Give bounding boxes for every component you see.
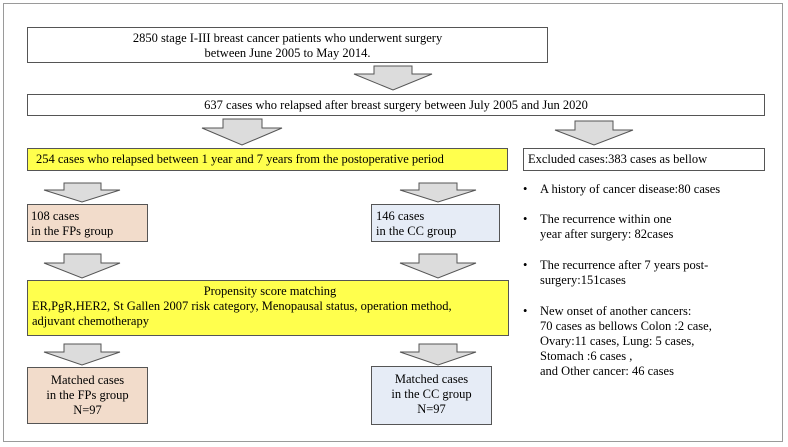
exclusion-text: A history of cancer disease:80 cases — [540, 182, 721, 196]
matched-fps-line-1: Matched cases — [50, 373, 125, 387]
psm-line-1: ER,PgR,HER2, St Gallen 2007 risk categor… — [32, 299, 452, 313]
down-arrow-icon — [43, 182, 121, 203]
cc-group-box: 146 cases in the CC group — [371, 204, 500, 242]
exclusion-item: The recurrence after 7 years post- surge… — [523, 258, 778, 288]
psm-box: Propensity score matching ER,PgR,HER2, S… — [27, 280, 509, 336]
exclusion-item: A history of cancer disease:80 cases — [523, 182, 778, 197]
matched-cc-line-1: Matched cases — [394, 372, 469, 386]
fps-group-line-2: in the FPs group — [31, 224, 114, 238]
matched-cc-line-3: N=97 — [417, 402, 446, 416]
relapse-window-box: 254 cases who relapsed between 1 year an… — [27, 148, 508, 171]
figure-frame — [3, 3, 783, 442]
exclusion-list: A history of cancer disease:80 cases The… — [523, 182, 778, 379]
matched-cc-box: Matched cases in the CC group N=97 — [371, 366, 492, 425]
psm-line-2: adjuvant chemotherapy — [32, 314, 149, 328]
down-arrow-icon — [43, 343, 121, 366]
psm-title: Propensity score matching — [203, 284, 337, 298]
relapse-text: 637 cases who relapsed after breast surg… — [204, 98, 588, 112]
exclusion-item: The recurrence within one year after sur… — [523, 212, 778, 242]
down-arrow-icon — [399, 182, 477, 203]
cc-group-line-2: in the CC group — [376, 224, 457, 238]
excluded-text: Excluded cases:383 cases as bellow — [528, 152, 708, 166]
cohort-line-2: between June 2005 to May 2014. — [204, 46, 371, 60]
relapse-window-text: 254 cases who relapsed between 1 year an… — [36, 152, 444, 166]
exclusion-item: New onset of another cancers: 70 cases a… — [523, 304, 778, 379]
matched-fps-line-2: in the FPs group — [46, 388, 129, 402]
down-arrow-icon — [201, 118, 283, 146]
cohort-box: 2850 stage I-III breast cancer patients … — [27, 27, 548, 63]
exclusion-text: The recurrence within one year after sur… — [540, 212, 674, 241]
down-arrow-icon — [353, 65, 433, 91]
matched-cc-line-2: in the CC group — [391, 387, 472, 401]
excluded-box: Excluded cases:383 cases as bellow — [523, 148, 765, 171]
fps-group-line-1: 108 cases — [31, 209, 80, 223]
exclusion-text: The recurrence after 7 years post- surge… — [540, 258, 709, 287]
fps-group-box: 108 cases in the FPs group — [27, 204, 148, 242]
down-arrow-icon — [399, 253, 477, 279]
down-arrow-icon — [554, 120, 634, 146]
relapse-box: 637 cases who relapsed after breast surg… — [27, 94, 765, 116]
matched-fps-box: Matched cases in the FPs group N=97 — [27, 367, 148, 424]
down-arrow-icon — [399, 343, 477, 366]
matched-fps-line-3: N=97 — [73, 403, 102, 417]
cohort-line-1: 2850 stage I-III breast cancer patients … — [132, 31, 443, 45]
down-arrow-icon — [43, 253, 121, 279]
exclusion-text: New onset of another cancers: 70 cases a… — [540, 304, 712, 378]
cc-group-line-1: 146 cases — [376, 209, 425, 223]
